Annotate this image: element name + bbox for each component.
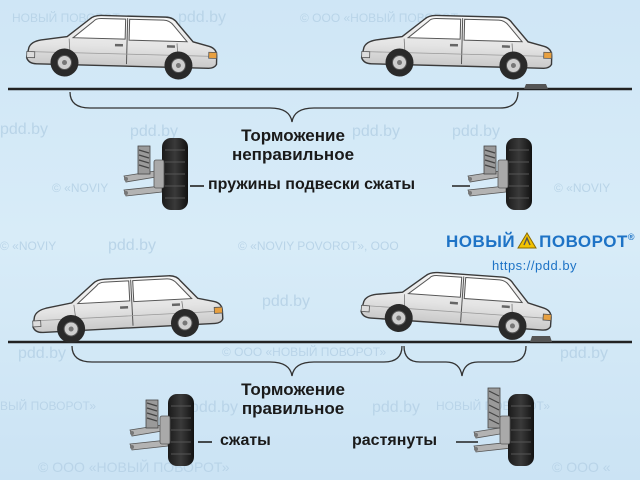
site-url[interactable]: https://pdd.by <box>492 258 578 273</box>
watermark-text: © «NOVIY <box>0 239 56 253</box>
car-bottom-right <box>359 266 555 344</box>
label-springs-compressed: пружины подвески сжаты <box>208 176 415 193</box>
brace-bottom-right <box>403 345 527 377</box>
suspension-bottom-left <box>129 393 212 467</box>
caption-line: Торможение <box>241 380 345 399</box>
watermark-text: pdd.by <box>452 123 500 140</box>
watermark-text: pdd.by <box>262 293 310 310</box>
watermark-text: pdd.by <box>130 123 178 140</box>
watermark-text: © «NOVIY <box>52 181 108 195</box>
caption-line: правильное <box>241 399 345 418</box>
caption-correct-braking: Торможение правильное <box>218 380 368 418</box>
watermark-text: pdd.by <box>18 345 66 362</box>
road-shadow <box>530 336 552 342</box>
watermark-text: © «NOVIY <box>554 181 610 195</box>
suspension-top-left <box>123 137 204 211</box>
brace-top <box>69 91 519 123</box>
caption-wrong-braking: Торможение неправильное <box>218 126 368 164</box>
label-compressed: сжаты <box>220 432 271 449</box>
caption-line: Торможение <box>241 126 345 145</box>
watermark-text: © «NOVIY POVOROT», ООО <box>238 239 399 253</box>
caption-line: неправильное <box>231 145 355 164</box>
watermark-text: © ООО «НОВЫЙ ПОВОРОТ» <box>222 344 387 359</box>
label-extended: растянуты <box>352 432 437 449</box>
watermark-text: © ООО « <box>552 459 611 475</box>
watermark-text: pdd.by <box>352 123 400 140</box>
logo-word-2: ПОВОРОТ <box>539 232 628 251</box>
brand-logo: НОВЫЙ ПОВОРОТ® <box>446 232 635 252</box>
logo-word-1: НОВЫЙ <box>446 232 516 251</box>
road-shadow <box>524 84 548 89</box>
top-scene <box>8 12 632 211</box>
watermark-text: pdd.by <box>190 399 238 416</box>
watermark-text: pdd.by <box>372 399 420 416</box>
suspension-top-right <box>452 137 533 211</box>
watermark-text: © ООО «НОВЫЙ ПОВОРОТ» <box>38 458 230 475</box>
watermark-text: pdd.by <box>178 9 226 26</box>
registered-mark: ® <box>627 232 636 242</box>
road-sign-icon <box>517 232 538 249</box>
watermarks: НОВЫЙ ПОВОРОТ» pdd.by © ООО «НОВЫЙ ПОВОР… <box>0 9 611 475</box>
watermark-text: pdd.by <box>108 237 156 254</box>
watermark-text: pdd.by <box>560 345 608 362</box>
car-bottom-left <box>29 272 225 346</box>
watermark-text: pdd.by <box>0 121 48 138</box>
suspension-bottom-right <box>456 387 535 467</box>
watermark-text: ВЫЙ ПОВОРОТ» <box>0 398 96 413</box>
bottom-scene <box>8 266 632 467</box>
brace-bottom-left <box>71 345 403 377</box>
